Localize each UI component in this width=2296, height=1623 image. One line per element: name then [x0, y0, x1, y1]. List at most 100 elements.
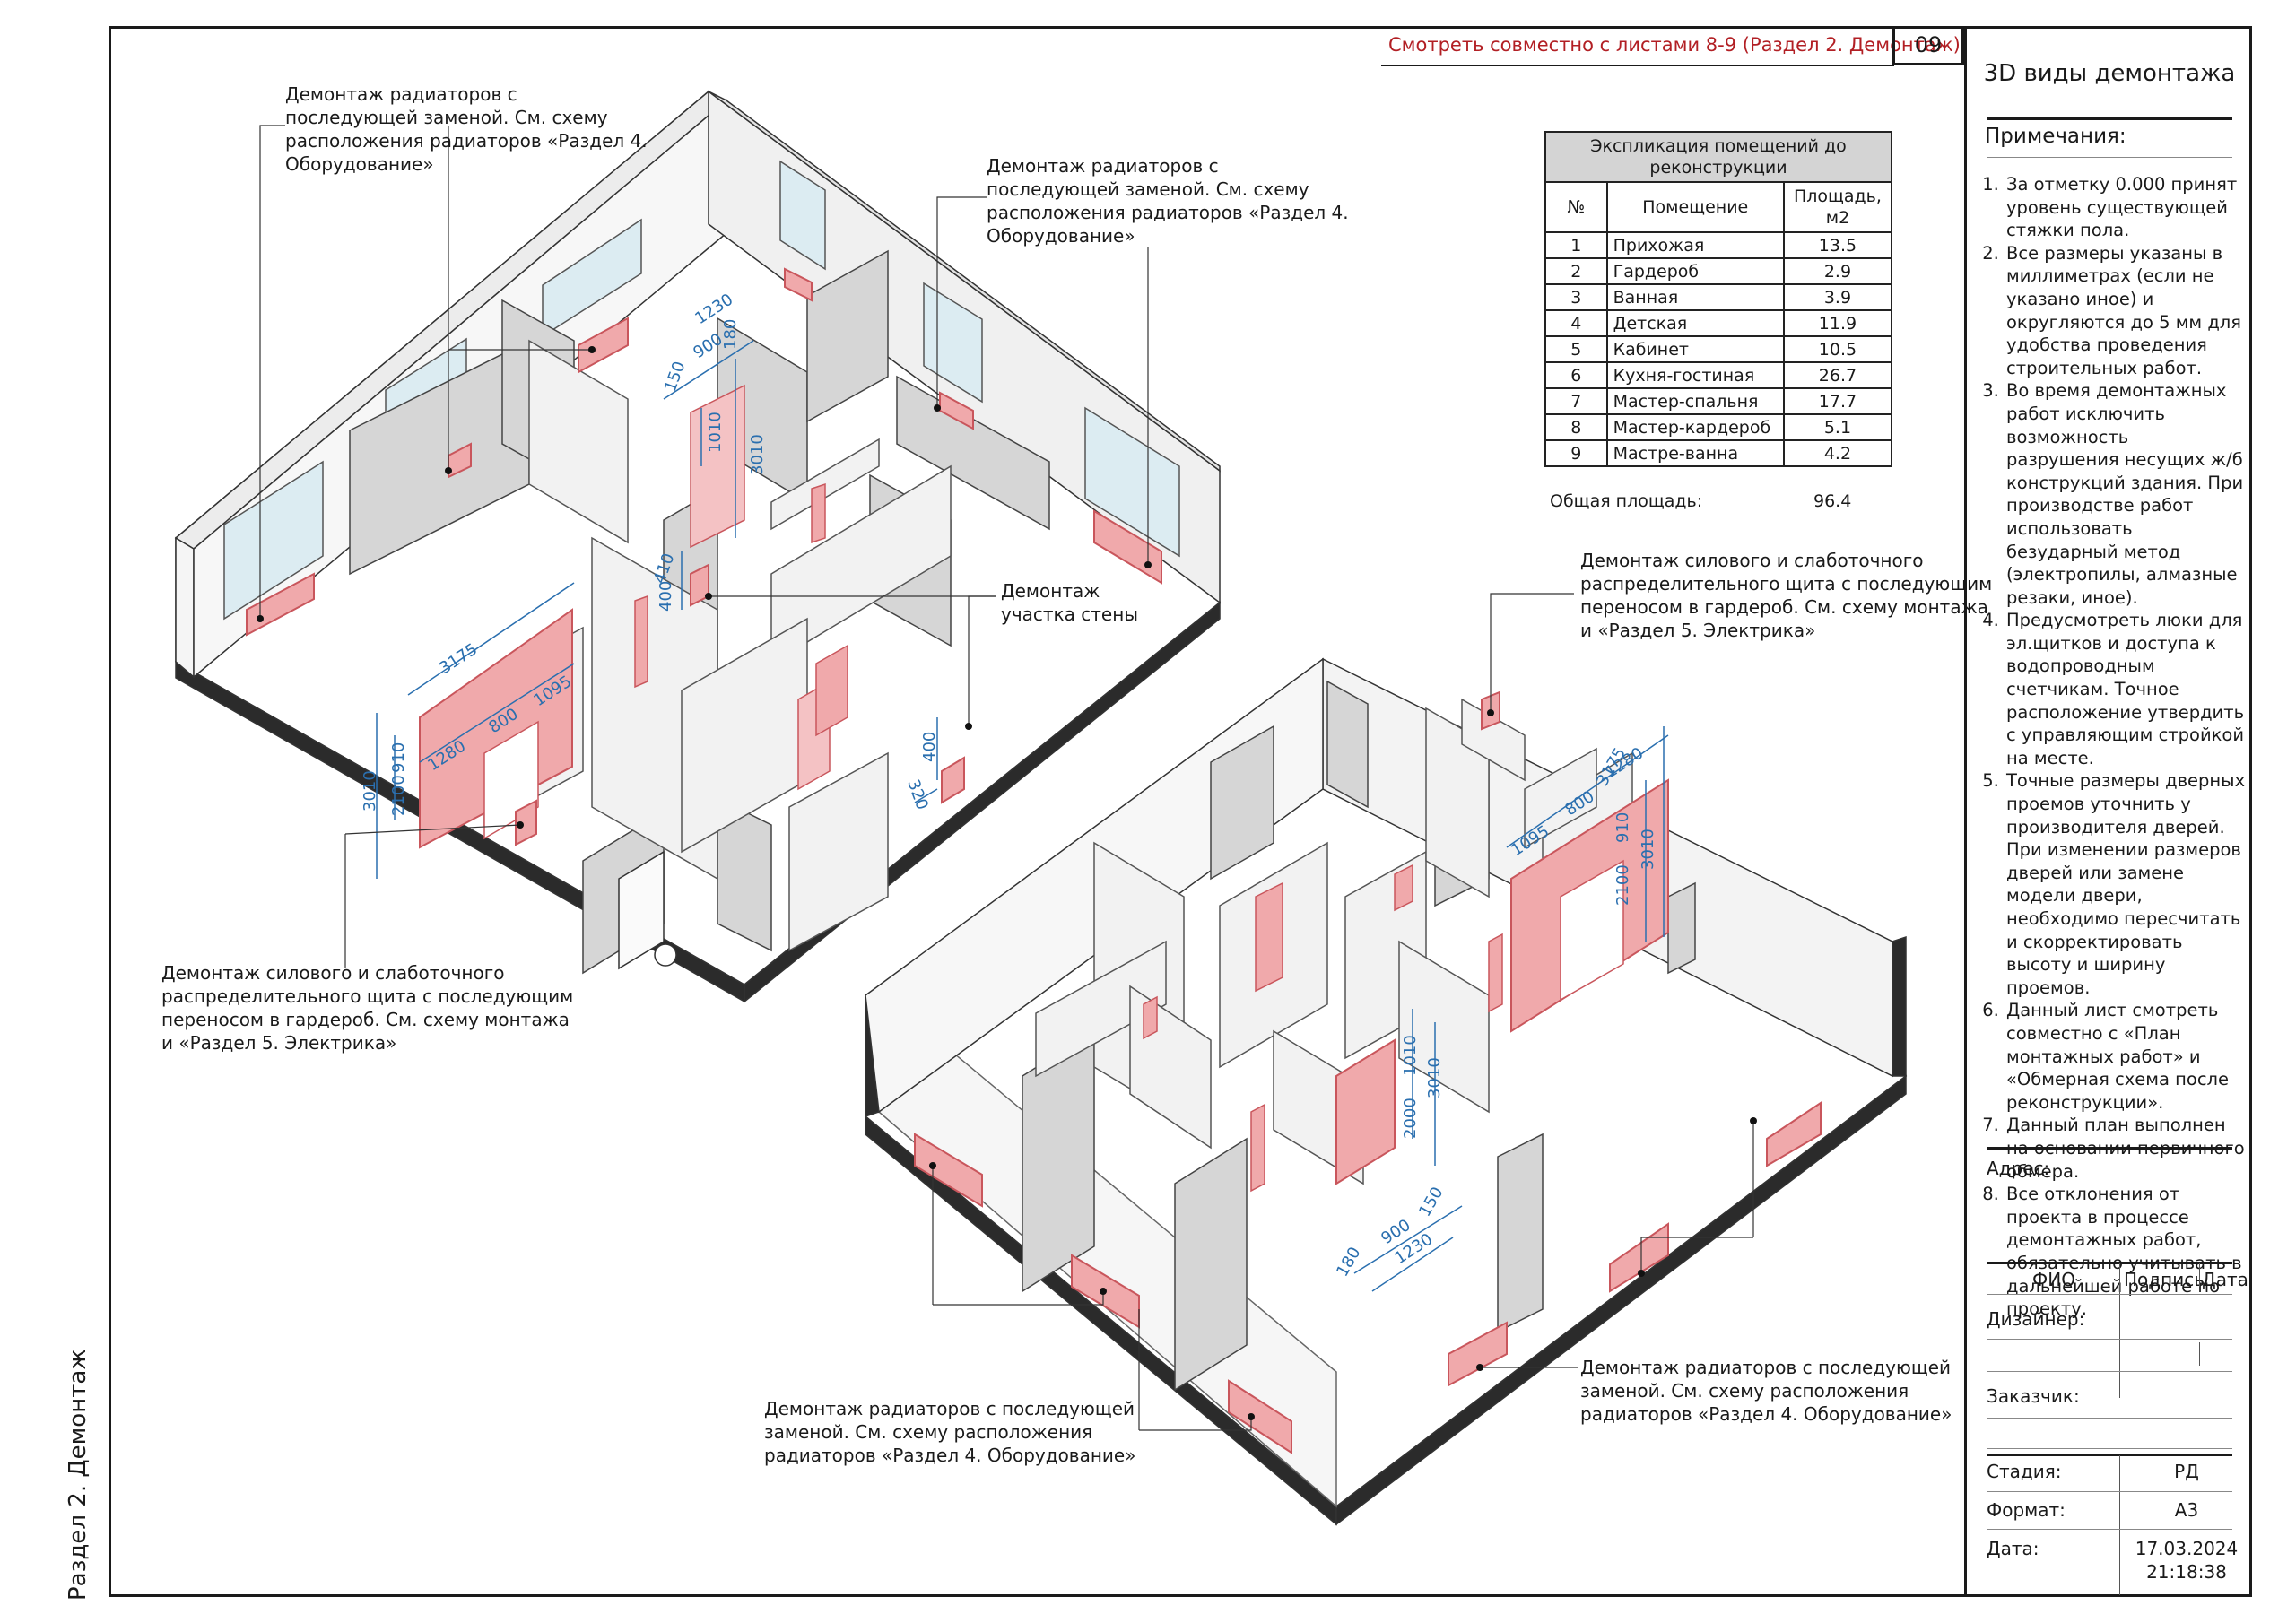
date-header: Дата	[2202, 1269, 2248, 1290]
divider	[1987, 1491, 2232, 1492]
divider	[2119, 1263, 2120, 1398]
dim-label: 3010	[748, 434, 767, 475]
sheet-number: 09	[1892, 26, 1964, 65]
divider	[1987, 157, 2232, 158]
reference-note: Смотреть совместно с листами 8-9 (Раздел…	[1388, 34, 1961, 56]
divider	[1987, 1454, 2232, 1456]
cell-area: 3.9	[1782, 283, 1893, 311]
cell-room: Кабинет	[1605, 335, 1785, 363]
designer-label: Дизайнер:	[1987, 1308, 2085, 1330]
annotation-radiators-bottom-mid: Демонтаж радиаторов с последующей замено…	[764, 1398, 1136, 1466]
dim-label: 400	[657, 581, 675, 612]
divider	[1987, 1448, 2232, 1449]
cell-no: 7	[1544, 387, 1608, 415]
cell-area: 13.5	[1782, 231, 1893, 259]
col-no-header: №	[1544, 181, 1608, 233]
dim-label: 910	[389, 742, 408, 773]
demolition-opening	[1335, 1038, 1396, 1185]
cell-no: 2	[1544, 257, 1608, 285]
bottom-isometric-view	[864, 657, 1908, 1526]
dim-label: 3010	[1425, 1057, 1444, 1098]
leader-lines	[259, 125, 1754, 1431]
cell-no: 4	[1544, 309, 1608, 337]
divider	[1987, 1529, 2232, 1530]
address-label: Адрес:	[1987, 1158, 2050, 1179]
dim-label: 400	[920, 732, 939, 762]
format-label: Формат:	[1987, 1499, 2066, 1521]
annotation-panel-left: Демонтаж силового и слаботочного распред…	[161, 962, 574, 1054]
annotation-radiators-bottom-right: Демонтаж радиаторов с последующей замено…	[1580, 1357, 1952, 1425]
divider	[1987, 1371, 2232, 1372]
dim-label: 1010	[1401, 1035, 1420, 1076]
dim-label: 2100	[1613, 864, 1632, 906]
demolition-wall-area	[419, 608, 573, 849]
cell-room: Мастре-ванна	[1605, 439, 1785, 467]
dim-label: 2000	[1401, 1098, 1420, 1139]
customer-label: Заказчик:	[1987, 1385, 2080, 1407]
top-isometric-view	[174, 90, 1222, 1003]
annotation-panel-right: Демонтаж силового и слаботочного распред…	[1580, 550, 1993, 641]
cell-area: 11.9	[1782, 309, 1893, 337]
note-item: Все отклонения от проекта в процессе дем…	[2005, 1183, 2247, 1321]
demolition-opening	[690, 384, 745, 549]
reference-underline	[1381, 65, 1894, 66]
notes-list: За отметку 0.000 принят уровень существу…	[1978, 173, 2247, 1321]
room-explication-table: Экспликация помещений до реконструкции №…	[1544, 131, 1893, 467]
divider	[1987, 1262, 2232, 1264]
col-area-header: Площадь, м2	[1782, 181, 1893, 233]
note-item: За отметку 0.000 принят уровень существу…	[2005, 173, 2247, 242]
cell-no: 3	[1544, 283, 1608, 311]
divider	[2199, 1342, 2200, 1366]
title-block-panel: 3D виды демонтажа Примечания: За отметку…	[1964, 26, 2252, 1597]
dim-label: 910	[1613, 812, 1632, 843]
cell-area: 2.9	[1782, 257, 1893, 285]
cell-room: Ванная	[1605, 283, 1785, 311]
cell-area: 10.5	[1782, 335, 1893, 363]
date-value: 17.03.2024	[2135, 1538, 2239, 1559]
notes-heading: Примечания:	[1985, 125, 2126, 148]
cell-room: Кухня-гостиная	[1605, 361, 1785, 389]
electrical-panel	[515, 799, 537, 846]
cell-room: Детская	[1605, 309, 1785, 337]
dim-label: 3010	[1639, 829, 1657, 870]
note-item: Предусмотреть люки для эл.щитков и досту…	[2005, 609, 2247, 769]
col-room-header: Помещение	[1605, 181, 1785, 233]
cell-no: 5	[1544, 335, 1608, 363]
cell-no: 8	[1544, 413, 1608, 441]
cell-no: 6	[1544, 361, 1608, 389]
fio-header: ФИО	[2032, 1269, 2075, 1290]
dim-label: 3010	[361, 770, 379, 812]
format-value: А3	[2174, 1499, 2199, 1521]
top-dimension-lines	[376, 340, 938, 879]
note-item: Во время демонтажных работ исключить воз…	[2005, 379, 2247, 609]
cell-area: 5.1	[1782, 413, 1893, 441]
entry-door	[618, 850, 665, 970]
electrical-panel	[941, 756, 965, 804]
note-item: Все размеры указаны в миллиметрах (если …	[2005, 242, 2247, 380]
cell-room: Прихожая	[1605, 231, 1785, 259]
stage-value: РД	[2174, 1461, 2199, 1482]
note-item: Данный лист смотреть совместно с «План м…	[2005, 999, 2247, 1114]
cell-area: 26.7	[1782, 361, 1893, 389]
sheet-frame	[109, 26, 2252, 1597]
leader-dots	[257, 346, 1757, 1420]
cell-area: 4.2	[1782, 439, 1893, 467]
cell-no: 9	[1544, 439, 1608, 467]
sheet-title: 3D виды демонтажа	[1983, 60, 2236, 87]
annotation-radiators-top-left: Демонтаж радиаторов с последующей замено…	[285, 83, 648, 175]
total-area-value: 96.4	[1813, 491, 1852, 511]
cell-room: Гардероб	[1605, 257, 1785, 285]
table-title: Экспликация помещений до реконструкции	[1544, 131, 1892, 183]
date-label: Дата:	[1987, 1538, 2039, 1559]
annotation-wall-demolition: Демонтаж участка стены	[1001, 580, 1139, 625]
stage-label: Стадия:	[1987, 1461, 2062, 1482]
